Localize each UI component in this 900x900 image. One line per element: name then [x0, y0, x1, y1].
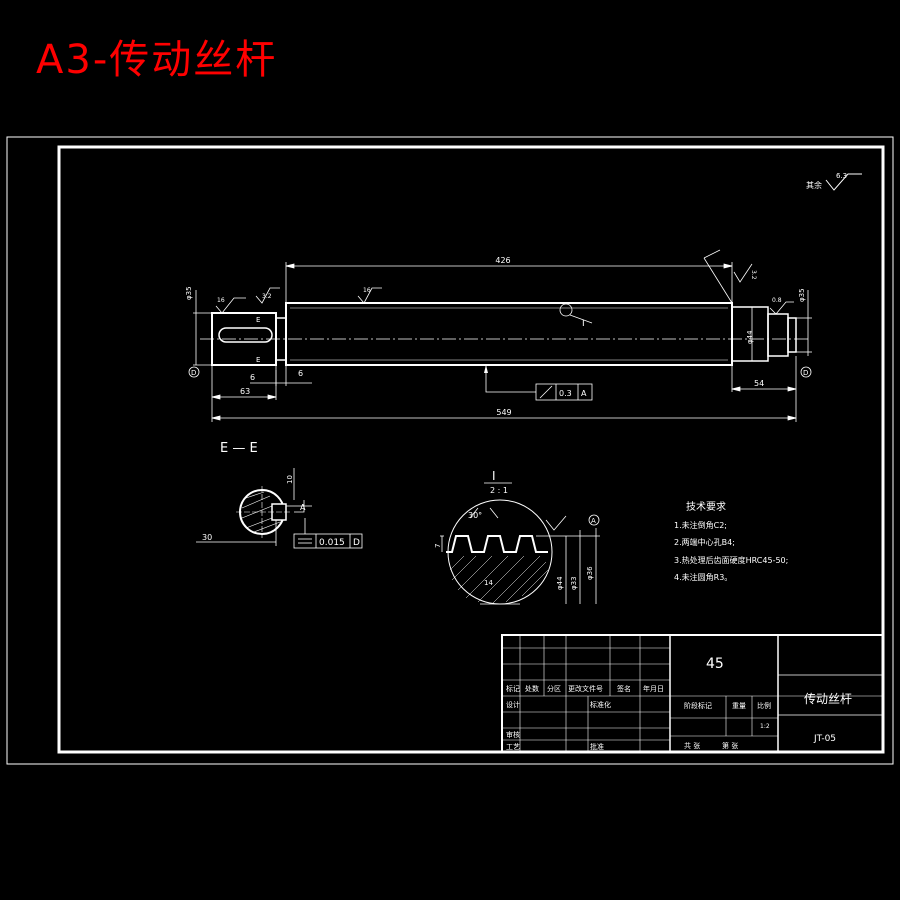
- dia-mid-label: φ44: [746, 330, 754, 344]
- rough-left-b: 3.2: [262, 293, 272, 300]
- title-block-text: 标记 处数 分区 更改文件号 签名 年月日 设计 标准化 审核 工艺 批准 阶段…: [506, 656, 852, 751]
- dia-left-label: φ35: [185, 286, 193, 300]
- rough-right-a: 3.2: [750, 270, 757, 280]
- technical-requirements: 技术要求 1.未注倒角C2; 2.两端中心孔B4; 3.热处理后齿面硬度HRC4…: [674, 500, 788, 582]
- svg-text:设计: 设计: [506, 700, 520, 709]
- dim-426: [285, 262, 733, 303]
- section-tolerance-datum: D: [353, 538, 360, 548]
- section-datum: A: [300, 503, 306, 512]
- rough-left-a: 16: [217, 297, 225, 304]
- svg-text:技术要求: 技术要求: [686, 500, 726, 513]
- svg-text:2.两端中心孔B4;: 2.两端中心孔B4;: [674, 537, 735, 547]
- svg-text:年月日: 年月日: [643, 684, 664, 693]
- svg-text:标记: 标记: [506, 684, 520, 693]
- svg-text:标准化: 标准化: [590, 700, 611, 709]
- outer-frame: [6, 136, 894, 765]
- dim-6a-label: 6: [250, 373, 255, 382]
- roughness-symbols: [215, 263, 794, 315]
- detail-callout-label: I: [582, 319, 585, 329]
- detail-dia-b: φ33: [570, 576, 578, 590]
- section-tolerance-value: 0.015: [319, 538, 345, 548]
- keyway: [218, 327, 273, 343]
- datum-right: D: [803, 369, 808, 377]
- svg-text:比例: 比例: [757, 701, 771, 710]
- svg-text:6.3: 6.3: [836, 172, 847, 180]
- dia-left: [193, 290, 212, 366]
- svg-text:其余: 其余: [806, 180, 822, 190]
- section-mark-bottom: E: [256, 356, 260, 364]
- shaft-body: [285, 302, 733, 366]
- dim-426-label: 426: [495, 256, 510, 265]
- datum-left: D: [191, 369, 196, 377]
- detail-scale: 2 : 1: [490, 486, 508, 495]
- svg-text:更改文件号: 更改文件号: [568, 684, 603, 693]
- svg-text:阶段标记: 阶段标记: [684, 701, 712, 710]
- dim-549-label: 549: [496, 408, 511, 417]
- main-shaft-view: [211, 302, 797, 366]
- inner-frame: [57, 145, 885, 754]
- dim-54: [731, 365, 797, 392]
- part-name-label: 传动丝杆: [804, 691, 852, 706]
- svg-text:3.热处理后齿面硬度HRC45-50;: 3.热处理后齿面硬度HRC45-50;: [674, 555, 788, 565]
- section-view: [196, 468, 363, 549]
- section-dim-depth: 10: [286, 475, 294, 484]
- svg-text:4.未注圆角R3。: 4.未注圆角R3。: [674, 572, 732, 582]
- section-mark-top: E: [256, 316, 260, 324]
- svg-text:处数: 处数: [525, 684, 539, 693]
- material-label: 45: [706, 656, 724, 672]
- svg-text:第 张: 第 张: [722, 741, 738, 750]
- rough-mid: 16: [363, 287, 371, 294]
- drawing-number-label: JT-05: [813, 734, 836, 744]
- tolerance-frame-main: 0.3 A: [484, 365, 593, 401]
- svg-text:签名: 签名: [617, 684, 631, 693]
- svg-text:1:2: 1:2: [760, 723, 770, 730]
- detail-dia-c: φ36: [586, 566, 594, 580]
- detail-dim-pitch: 7: [434, 544, 442, 548]
- svg-text:0.3: 0.3: [559, 389, 572, 398]
- rough-right-b: 0.8: [772, 297, 782, 304]
- detail-angle: 30°: [468, 511, 482, 520]
- svg-text:共 张: 共 张: [684, 741, 700, 750]
- dim-63-label: 63: [240, 387, 250, 396]
- detail-datum: A: [591, 517, 596, 525]
- dim-6-pair: [250, 365, 312, 386]
- detail-view: [440, 499, 600, 605]
- svg-text:批准: 批准: [590, 742, 604, 751]
- dia-right: [796, 290, 812, 356]
- detail-dia-a: φ44: [556, 576, 564, 590]
- section-dim-width: 30: [202, 533, 212, 542]
- svg-text:1.未注倒角C2;: 1.未注倒角C2;: [674, 520, 727, 530]
- svg-text:A: A: [581, 389, 587, 398]
- title-block: [501, 634, 884, 753]
- section-title: E — E: [220, 441, 258, 456]
- page-title: A3-传动丝杆: [36, 37, 278, 83]
- dim-54-label: 54: [754, 379, 764, 388]
- detail-title: I: [492, 469, 496, 483]
- svg-text:审核: 审核: [506, 730, 520, 739]
- dia-right-label: φ35: [798, 288, 806, 302]
- detail-dim-width: 14: [484, 579, 493, 587]
- roughness-note: 其余 6.3: [806, 172, 862, 191]
- svg-text:工艺: 工艺: [506, 743, 520, 751]
- svg-text:分区: 分区: [547, 684, 561, 693]
- svg-text:重量: 重量: [732, 702, 746, 710]
- dim-6b-label: 6: [298, 369, 303, 378]
